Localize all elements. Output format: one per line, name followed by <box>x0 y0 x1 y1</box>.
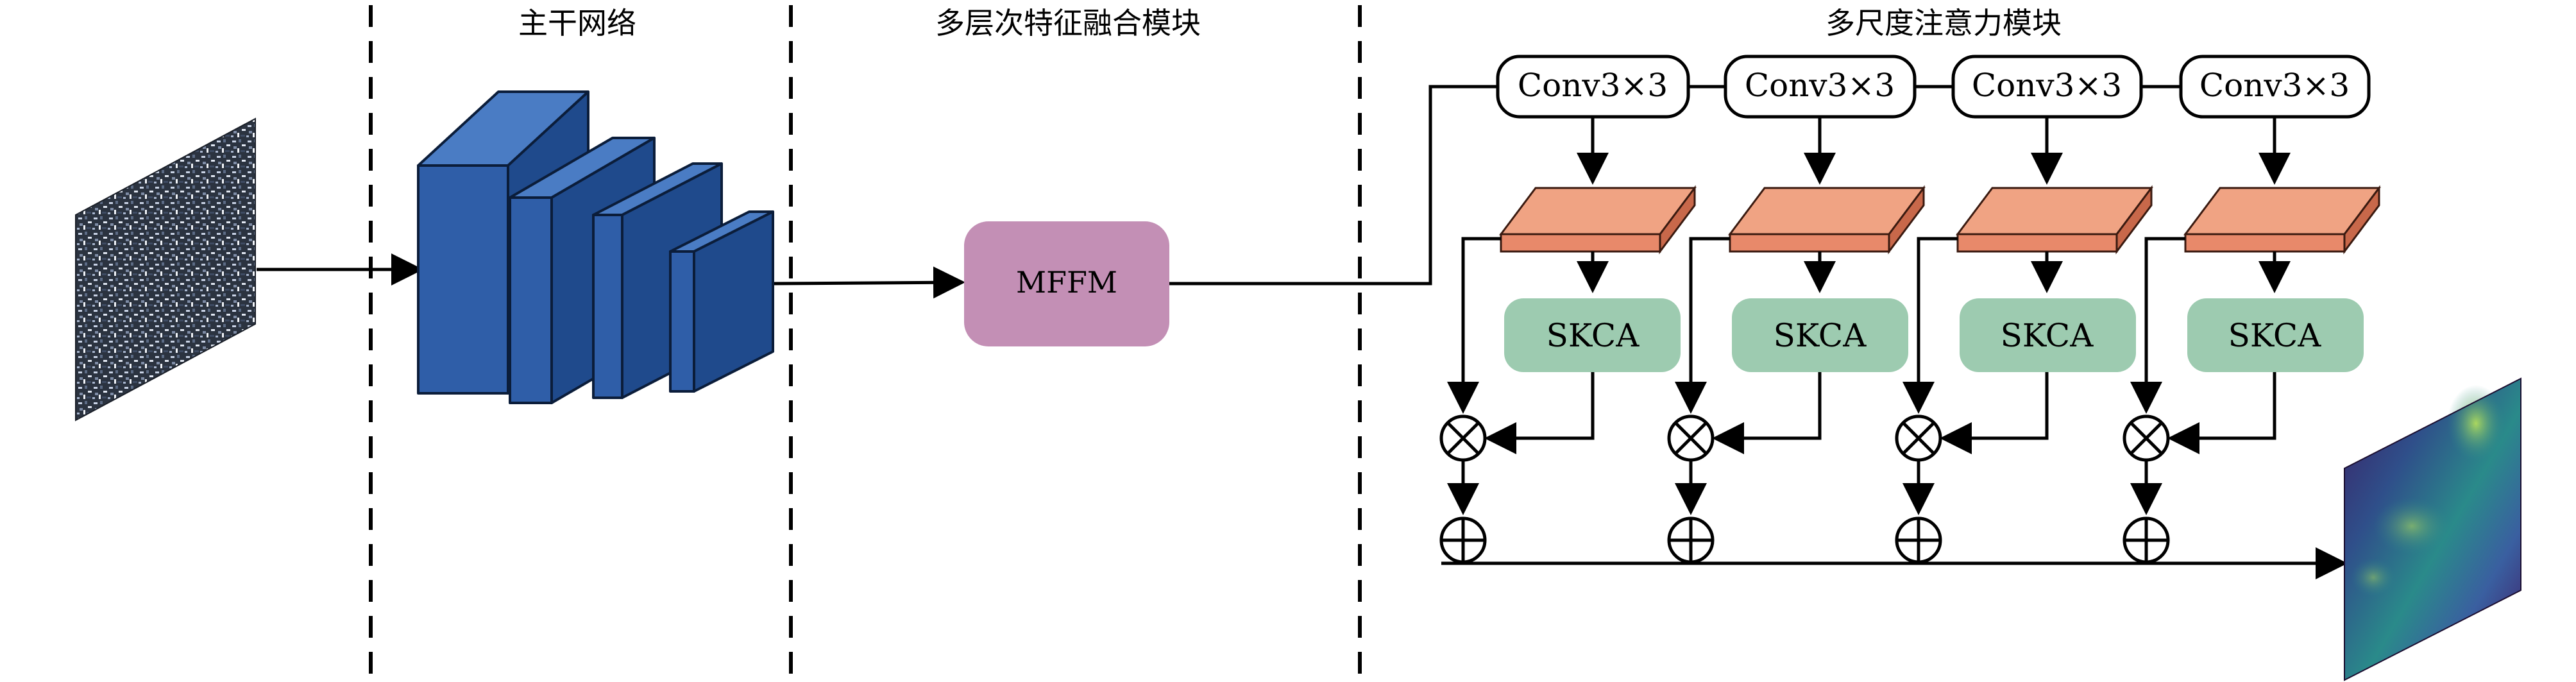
branch-3: Conv3×3 SKCA <box>1895 55 2153 564</box>
skca-label-2: SKCA <box>1774 317 1867 354</box>
mffm-block: MFFM <box>964 221 1169 346</box>
branch-4: Conv3×3 SKCA <box>2123 55 2381 564</box>
branch-2: Conv3×3 SKCA <box>1667 55 1926 564</box>
arrow-backbone-to-mffm <box>774 266 965 299</box>
section-title-mffm: 多层次特征融合模块 <box>935 6 1201 40</box>
output-heatmap <box>2344 377 2521 681</box>
conv-label-3: Conv3×3 <box>1972 67 2122 104</box>
conv-label-2: Conv3×3 <box>1745 67 1895 104</box>
backbone-network <box>417 90 774 404</box>
feature-slab-4 <box>2183 185 2381 255</box>
add-icon <box>1667 516 1715 564</box>
multiply-icon <box>1667 414 1715 462</box>
skca-box-4 <box>2187 298 2364 372</box>
skca-box-1 <box>1504 298 1681 372</box>
conv-label-1: Conv3×3 <box>1518 67 1668 104</box>
feature-slab-2 <box>1728 185 1926 255</box>
section-title-attention: 多尺度注意力模块 <box>1826 6 2062 40</box>
multiply-icon <box>1895 414 1942 462</box>
backbone-block-4 <box>669 210 774 393</box>
skca-box-3 <box>1960 298 2136 372</box>
skca-box-2 <box>1732 298 1908 372</box>
skca-label-4: SKCA <box>2228 317 2322 354</box>
connector-mffm-to-attention <box>1169 85 1498 286</box>
add-icon <box>1895 516 1942 564</box>
multiply-icon <box>2123 414 2170 462</box>
section-title-backbone: 主干网络 <box>518 6 636 40</box>
attention-branches: Conv3×3 SKCA <box>1439 55 2381 564</box>
skca-label-3: SKCA <box>2001 317 2094 354</box>
add-icon <box>1439 516 1487 564</box>
section-dividers <box>369 5 1362 680</box>
input-image <box>75 117 256 422</box>
branch-1: Conv3×3 SKCA <box>1439 55 1697 564</box>
multiply-icon <box>1439 414 1487 462</box>
feature-slab-3 <box>1956 185 2153 255</box>
feature-slab-1 <box>1499 185 1697 255</box>
conv-label-4: Conv3×3 <box>2199 67 2350 104</box>
skca-label-1: SKCA <box>1546 317 1640 354</box>
add-icon <box>2123 516 2170 564</box>
mffm-label: MFFM <box>1016 265 1117 300</box>
